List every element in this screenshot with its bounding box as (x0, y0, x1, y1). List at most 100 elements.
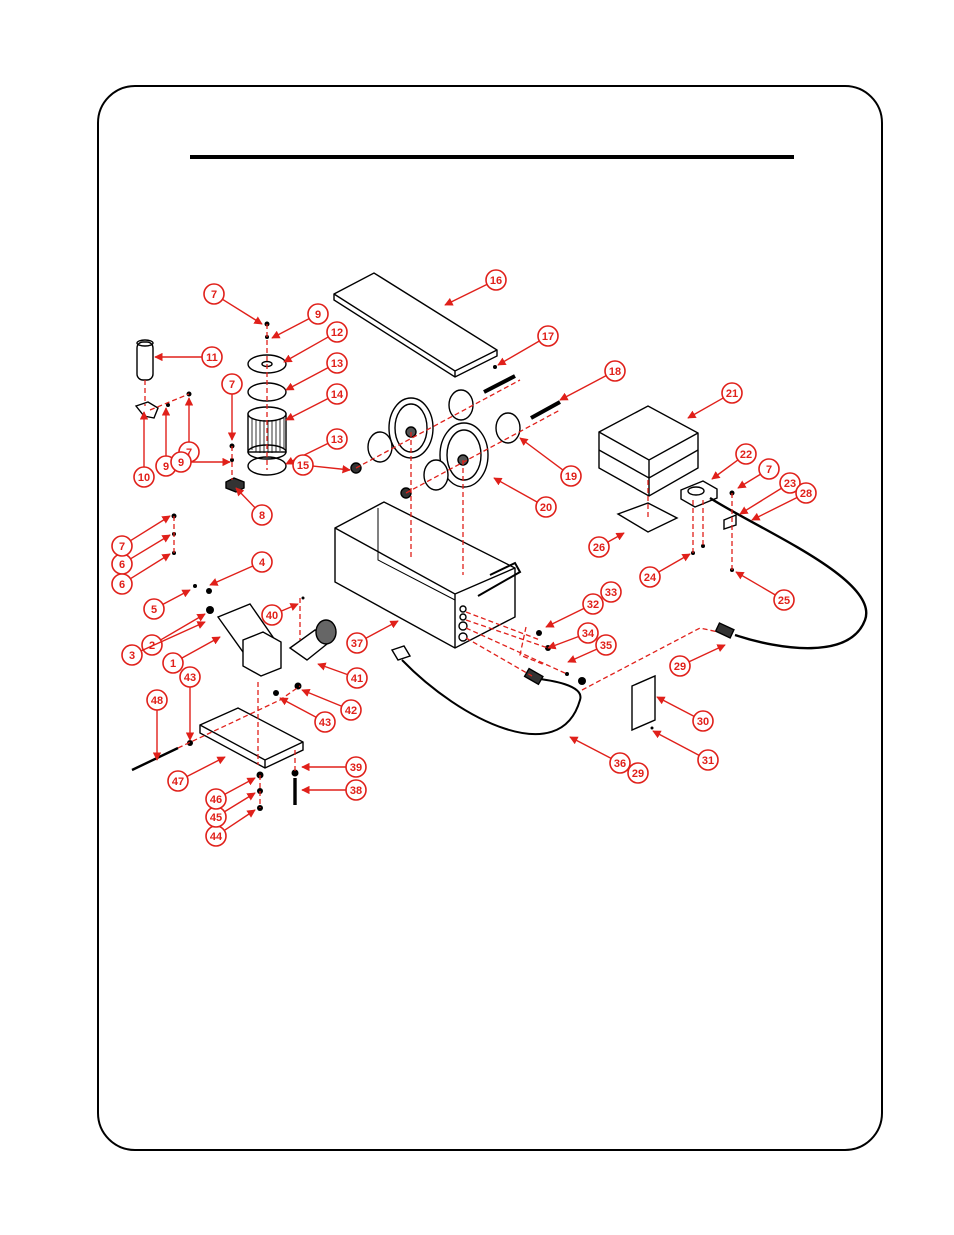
callout-number: 43 (319, 717, 331, 729)
callout-number: 37 (351, 638, 363, 650)
leader-arrow (162, 589, 191, 605)
callout-bubble (692, 710, 714, 732)
leader-arrow (285, 397, 329, 421)
leader-arrow (547, 635, 579, 650)
callout-bubble (669, 655, 691, 677)
leader-arrow (559, 375, 607, 401)
callout-number: 1 (170, 658, 176, 670)
callout-7: 7 (737, 458, 780, 489)
callout-bubble (221, 373, 243, 395)
callout-number: 16 (490, 275, 502, 287)
callout-21: 21 (687, 382, 743, 419)
hub-drawing (448, 389, 474, 421)
motor-drawing (216, 603, 282, 677)
callout-number: 40 (266, 610, 278, 622)
callout-number: 20 (540, 502, 552, 514)
bracket-drawing (723, 513, 737, 530)
callout-9: 9 (170, 451, 231, 473)
base-nut-drawing (225, 477, 245, 493)
callout-bubble (588, 536, 610, 558)
callout-20: 20 (493, 477, 557, 518)
callout-number: 32 (587, 599, 599, 611)
leader-arrow (519, 437, 564, 471)
callout-number: 26 (593, 542, 605, 554)
leader-arrow (711, 459, 739, 480)
callout-number: 36 (614, 758, 626, 770)
bolt-drawing (530, 400, 561, 420)
callout-number: 41 (351, 673, 363, 685)
callout-bubble (600, 581, 622, 603)
leader-arrow (271, 318, 310, 339)
callout-28: 28 (751, 482, 817, 521)
callout-number: 8 (259, 510, 265, 522)
callout-7: 7 (111, 515, 171, 557)
callout-bubble (143, 598, 165, 620)
callout-8: 8 (235, 487, 273, 526)
callout-number: 28 (800, 488, 812, 500)
callout-bubble (326, 428, 348, 450)
callout-number: 23 (784, 478, 796, 490)
callout-47: 47 (167, 756, 226, 792)
callout-bubble (595, 634, 617, 656)
callout-bubble (251, 504, 273, 526)
leader-arrow (301, 688, 343, 707)
callout-5: 5 (143, 589, 191, 620)
hub-drawing (367, 431, 393, 463)
callout-number: 9 (178, 457, 184, 469)
callout-number: 48 (151, 695, 163, 707)
leader-arrow (365, 620, 399, 639)
callout-29: 29 (627, 762, 649, 784)
callout-number: 42 (345, 705, 357, 717)
leader-arrow (567, 648, 598, 663)
leader-arrow (569, 736, 612, 760)
callout-number: 35 (600, 640, 612, 652)
callout-3: 3 (121, 621, 206, 666)
callout-25: 25 (735, 571, 795, 611)
sensor-cable-drawing (709, 496, 868, 650)
callout-bubble (146, 689, 168, 711)
callout-number: 38 (350, 785, 362, 797)
callout-44: 44 (205, 809, 256, 847)
callout-number: 31 (702, 755, 714, 767)
callout-bubble (627, 762, 649, 784)
callout-41: 41 (317, 662, 368, 689)
leader-arrow (279, 697, 317, 718)
callout-number: 45 (210, 812, 222, 824)
sensor-drawing (680, 480, 718, 508)
callout-bubble (697, 749, 719, 771)
callout-34: 34 (547, 622, 599, 650)
callout-13: 13 (285, 428, 348, 465)
callout-number: 7 (186, 447, 192, 459)
callout-number: 33 (605, 587, 617, 599)
leader-arrow (209, 565, 254, 586)
callout-16: 16 (444, 269, 507, 306)
clamp-drawing (134, 401, 159, 419)
leader-arrow (130, 515, 171, 542)
leader-arrow (285, 442, 329, 465)
top-plate-drawing (333, 272, 498, 378)
callout-42: 42 (301, 688, 362, 721)
callout-7: 7 (203, 283, 263, 325)
callout-22: 22 (711, 443, 757, 480)
callouts: 1234566777778999101112131314151617181920… (111, 269, 817, 847)
callout-number: 12 (331, 327, 343, 339)
leader-arrow (223, 809, 256, 832)
callout-number: 25 (778, 595, 790, 607)
callout-10: 10 (133, 411, 155, 488)
leader-arrow (545, 607, 585, 628)
callout-13: 13 (285, 352, 348, 391)
callout-bubble (346, 632, 368, 654)
knob-drawing (288, 619, 337, 661)
callout-number: 7 (211, 289, 217, 301)
callout-bubble (345, 756, 367, 778)
callout-18: 18 (559, 360, 626, 401)
callout-bubble (609, 752, 631, 774)
hub-drawing (423, 459, 449, 491)
callout-bubble (251, 551, 273, 573)
leader-arrow (130, 553, 171, 580)
callout-39: 39 (301, 756, 367, 778)
leader-arrow (493, 477, 538, 503)
callout-26: 26 (588, 532, 625, 558)
callout-1: 1 (162, 636, 221, 674)
pad-drawing (616, 502, 679, 533)
